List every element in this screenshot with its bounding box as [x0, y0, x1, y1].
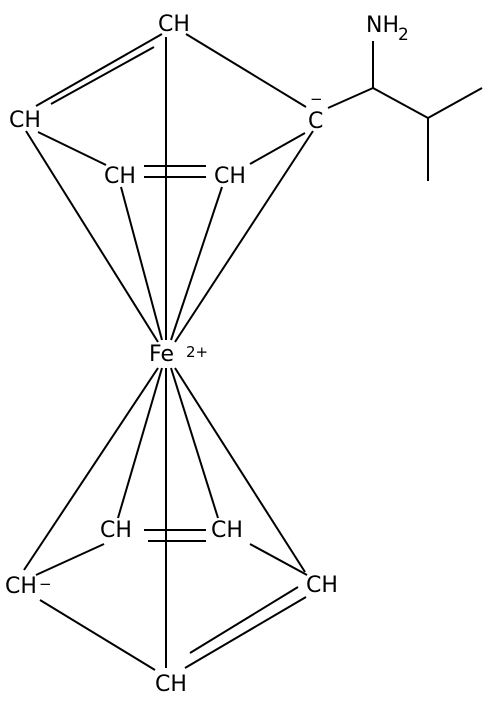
atom-bottom-ring-right: CH	[306, 573, 338, 598]
bond-bottom-anion-to-bottom	[39, 599, 156, 671]
bond-iron-to-bottom-inner-left	[117, 367, 163, 519]
atom-top-ring-anion-carbon: C	[308, 109, 323, 134]
atom-bottom-ring-inner-right: CH	[211, 518, 243, 543]
top-ring-bonds	[25, 33, 314, 343]
bond-isopropyl-to-methyl-a	[427, 87, 483, 119]
bond-top-left-to-inner-left	[37, 131, 107, 166]
atom-top-ring-inner-right: CH	[214, 164, 246, 189]
bond-bottom-inner-right-to-right	[249, 543, 308, 576]
bond-bottom-right-to-bottom-inner	[189, 586, 299, 654]
bond-iron-to-bottom-right	[174, 367, 306, 573]
bond-top-inner-right-to-anion	[249, 132, 306, 165]
top-ring-anion-charge: −	[310, 90, 323, 108]
bond-top-anion-to-iron	[174, 130, 314, 343]
atom-amine-nitrogen: NH	[366, 13, 399, 38]
bond-top-inner-left-to-iron	[120, 186, 163, 341]
atom-top-ring-inner-left: CH	[104, 164, 136, 189]
atom-iron: Fe	[149, 342, 174, 367]
atom-bottom-ring-bottom: CH	[155, 672, 187, 697]
iron-charge: 2+	[186, 343, 208, 361]
bond-top-apex-to-anion	[185, 33, 307, 108]
atom-top-ring-apex: CH	[158, 12, 190, 37]
bond-top-apex-to-left-outer	[35, 33, 163, 107]
bond-top-inner-right-to-iron	[170, 186, 223, 341]
bond-bottom-right-to-bottom-outer	[184, 596, 307, 669]
atom-top-ring-left: CH	[9, 108, 41, 133]
bond-bottom-inner-left-to-anion	[35, 543, 105, 576]
bond-top-left-to-iron	[25, 130, 159, 343]
atom-bottom-ring-inner-left: CH	[100, 518, 132, 543]
bond-top-apex-to-left-inner	[50, 46, 155, 105]
bond-alpha-carbon-to-isopropyl	[372, 87, 429, 119]
bond-anion-to-alpha-carbon	[327, 87, 374, 109]
bottom-ring-bonds	[23, 367, 308, 671]
bottom-ring-anion-charge: −	[39, 575, 52, 593]
atom-bottom-ring-anion-carbon: CH	[5, 574, 37, 599]
amine-subscript: 2	[398, 25, 409, 45]
atom-labels: CH CH CH CH C − NH 2 Fe 2+ CH CH CH − CH…	[5, 12, 409, 697]
bond-iron-to-bottom-anion	[23, 367, 159, 571]
side-chain-bonds	[327, 41, 483, 181]
bond-iron-to-bottom-inner-right	[170, 367, 219, 519]
